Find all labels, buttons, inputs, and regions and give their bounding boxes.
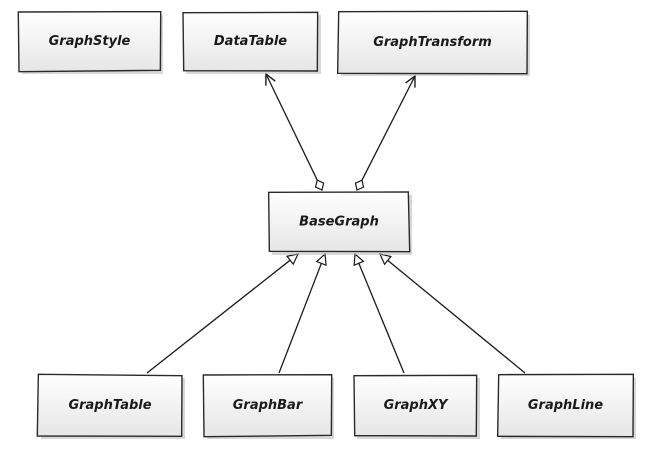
class-name-label: GraphXY (384, 398, 449, 413)
class-name-label: GraphTable (68, 398, 151, 413)
box-outline (182, 11, 319, 72)
box-outline (202, 373, 333, 438)
class-box-graphstyle[interactable]: GraphStyle (17, 10, 163, 74)
class-box-graphtransform[interactable]: GraphTransform (336, 10, 530, 76)
aggregation-diamond (314, 179, 325, 191)
edge-graphbar-to-basegraph (278, 252, 327, 374)
edge-graphtable-to-basegraph (146, 253, 300, 374)
edge-line (387, 259, 526, 374)
class-name-label: GraphBar (233, 398, 304, 413)
edge-line (361, 75, 416, 181)
box-outline (267, 191, 411, 253)
nodes-layer: GraphStyle DataTable GraphTransformBaseGra… (17, 10, 636, 439)
inheritance-triangle (353, 252, 365, 267)
class-name-label: DataTable (214, 34, 287, 49)
box-outline (17, 10, 162, 73)
edge-line (278, 263, 323, 374)
edge-graphline-to-basegraph (378, 253, 526, 374)
class-box-graphbar[interactable]: GraphBar (202, 373, 334, 439)
aggregation-diamond (354, 179, 365, 191)
inheritance-triangle (315, 252, 327, 267)
edge-basegraph-to-graphtransform (354, 74, 416, 191)
class-name-label: BaseGraph (299, 215, 379, 230)
edge-line (146, 259, 291, 374)
box-outline (353, 374, 478, 437)
class-name-label: GraphLine (528, 398, 603, 413)
edges-layer (146, 72, 526, 374)
edge-line (265, 73, 318, 181)
class-name-label: GraphStyle (49, 34, 131, 49)
class-box-graphtable[interactable]: GraphTable (36, 373, 185, 439)
edge-graphxy-to-basegraph (353, 252, 405, 374)
class-box-datatable[interactable]: DataTable (182, 11, 321, 74)
class-name-label: GraphTransform (373, 35, 492, 50)
edge-line (358, 262, 405, 374)
inheritance-triangle (378, 253, 392, 266)
class-box-graphxy[interactable]: GraphXY (353, 374, 480, 439)
class-box-basegraph[interactable]: BaseGraph (267, 191, 412, 255)
inheritance-triangle (285, 253, 300, 266)
box-outline (36, 373, 183, 438)
box-outline (496, 373, 635, 438)
edge-basegraph-to-datatable (265, 72, 325, 191)
box-outline (336, 10, 529, 75)
class-box-graphline[interactable]: GraphLine (496, 373, 636, 439)
